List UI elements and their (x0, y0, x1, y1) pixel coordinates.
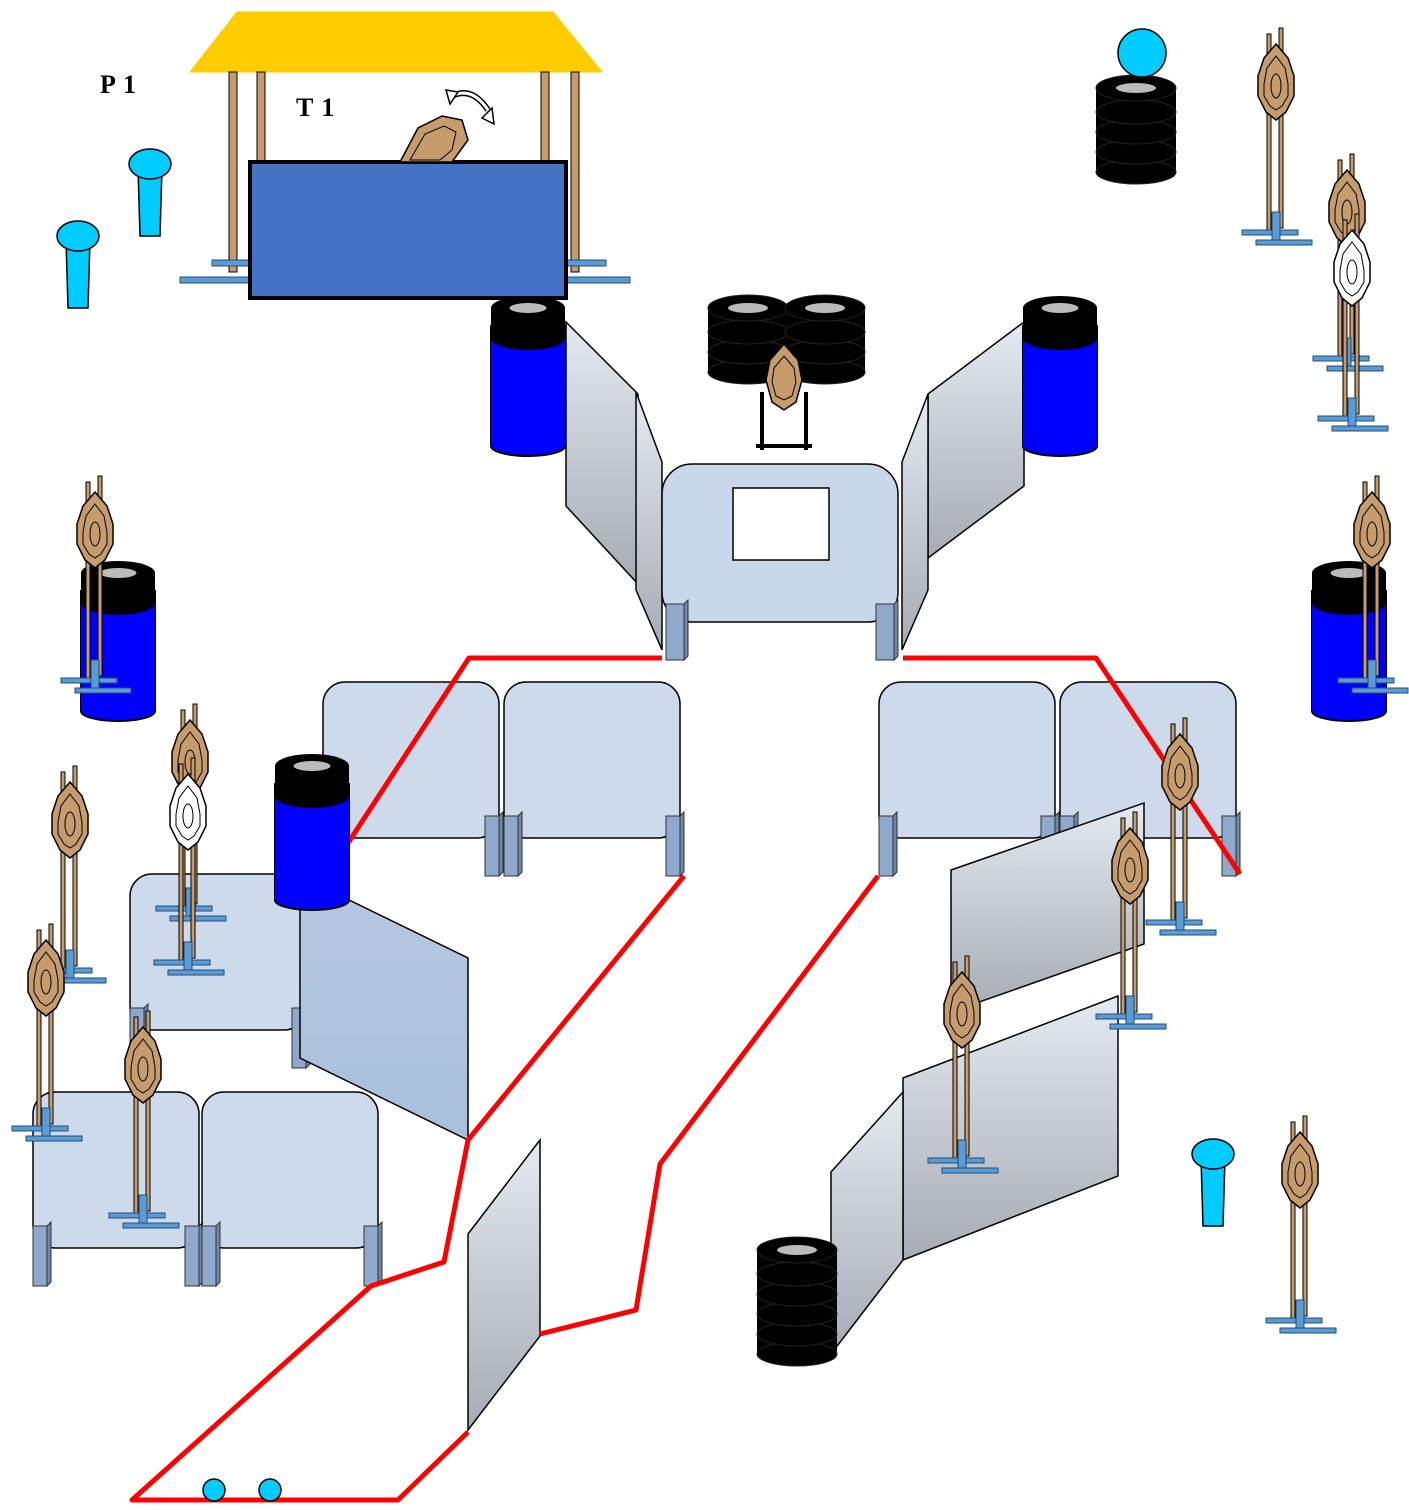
roof-shape (188, 11, 604, 73)
barrel-icon (80, 561, 156, 722)
target-label: T 1 (296, 93, 336, 122)
swinging-target-icon (398, 89, 495, 163)
cardboard-target-icon (1145, 717, 1217, 936)
tire-stack-icon (756, 1236, 838, 1367)
shooting-box (179, 11, 631, 300)
popper-icon (1191, 1138, 1235, 1227)
no-shoot-target-icon (153, 757, 225, 976)
wall-panel-icon (467, 1137, 541, 1433)
wall-panel-icon (950, 801, 1145, 1014)
wall-panel-icon (32, 1091, 204, 1288)
fault-line (903, 655, 1243, 876)
wall-panel-icon (565, 320, 639, 586)
barrel-icon (274, 754, 350, 911)
fault-line (129, 874, 686, 1503)
cardboard-target-icon (1337, 475, 1409, 694)
tire-stack-icon (707, 294, 789, 385)
fault-line (345, 655, 662, 845)
cardboard-target-icon (108, 1010, 180, 1229)
port-window (732, 487, 830, 561)
plate-icon (202, 1478, 226, 1502)
wall-panel-icon (901, 393, 929, 651)
wall-panel-icon (635, 391, 663, 651)
fault-line (539, 874, 880, 1337)
no-shoot-target-icon (1317, 213, 1389, 432)
wall-panel-icon (503, 681, 685, 878)
tire-stack-icon (784, 294, 866, 385)
position-label: P 1 (100, 70, 137, 99)
cardboard-target-icon (756, 342, 812, 450)
wall-panel-icon (902, 994, 1119, 1262)
barrel-icon (490, 296, 566, 457)
cardboard-target-icon (60, 475, 132, 694)
wall-panel-icon (201, 1091, 383, 1288)
wall-panel-icon (927, 320, 1025, 560)
cardboard-target-icon (1241, 27, 1313, 246)
plate-icon (1117, 28, 1167, 78)
counter-panel (248, 160, 568, 300)
popper-icon (56, 220, 100, 309)
barrel-icon (1022, 296, 1098, 457)
tire-stack-icon (1095, 74, 1177, 185)
port-wall (661, 463, 899, 662)
cardboard-target-icon (1095, 811, 1167, 1030)
popper-icon (128, 148, 172, 237)
cardboard-target-icon (1265, 1115, 1337, 1334)
cardboard-target-icon (927, 955, 999, 1174)
plate-icon (258, 1478, 282, 1502)
wall-panel-icon (830, 1090, 904, 1357)
cardboard-target-icon (11, 923, 83, 1142)
